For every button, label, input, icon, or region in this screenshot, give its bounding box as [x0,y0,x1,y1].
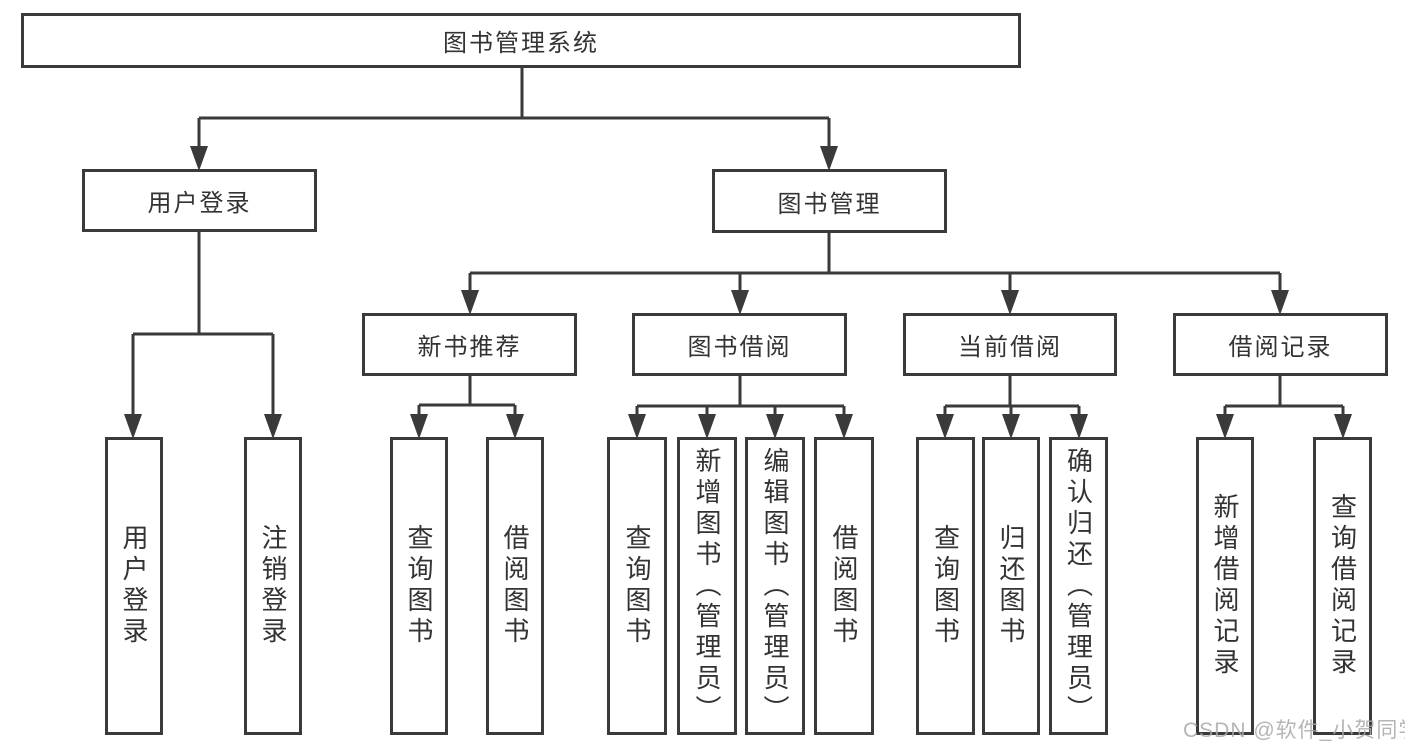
node-label: 查询借阅记录 [1327,493,1358,679]
node-label: 新增借阅记录 [1210,493,1240,679]
node-label: 图书管理系统 [443,30,599,57]
leaf-edit-books-admin: 编辑图书（管理员） [745,437,805,735]
node-label: 归还图书 [996,524,1026,648]
node-book-management: 图书管理 [712,169,947,233]
leaf-add-borrow-record: 新增借阅记录 [1196,437,1254,735]
leaf-logout-login: 注销登录 [244,437,302,735]
node-label: 新增图书（管理员） [692,446,722,726]
leaf-borrow-books-borrowing: 借阅图书 [814,437,874,735]
node-label: 图书借阅 [687,334,792,361]
node-label: 查询图书 [930,524,961,648]
node-label: 用户登录 [147,190,252,217]
node-label: 新书推荐 [417,334,522,361]
node-label: 查询图书 [404,524,434,648]
node-borrowing-records: 借阅记录 [1173,313,1388,376]
node-library-system: 图书管理系统 [21,13,1021,68]
node-current-borrowing: 当前借阅 [903,313,1117,376]
node-label: 借阅图书 [500,524,530,648]
node-label: 当前借阅 [958,334,1062,361]
leaf-user-login: 用户登录 [105,437,163,735]
node-label: 借阅记录 [1228,334,1333,361]
csdn-watermark: CSDN @软件_小贺同学 [1183,719,1405,742]
node-label: 确认归还（管理员） [1063,446,1094,726]
leaf-query-borrow-record: 查询借阅记录 [1313,437,1372,735]
node-label: 注销登录 [258,524,288,648]
node-book-borrowing: 图书借阅 [632,313,847,376]
leaf-query-books-recommend: 查询图书 [390,437,448,735]
node-label: 查询图书 [622,524,652,648]
node-user-login: 用户登录 [82,169,317,232]
node-new-book-recommendation: 新书推荐 [362,313,577,376]
leaf-query-books-borrowing: 查询图书 [607,437,667,735]
leaf-add-books-admin: 新增图书（管理员） [677,437,737,735]
leaf-return-books: 归还图书 [982,437,1040,735]
node-label: 编辑图书（管理员） [760,446,790,726]
leaf-query-books-current: 查询图书 [916,437,975,735]
leaf-borrow-books-recommend: 借阅图书 [486,437,544,735]
node-label: 图书管理 [777,190,882,218]
leaf-confirm-return-admin: 确认归还（管理员） [1049,437,1108,735]
node-label: 借阅图书 [829,524,859,648]
node-label: 用户登录 [119,524,149,648]
